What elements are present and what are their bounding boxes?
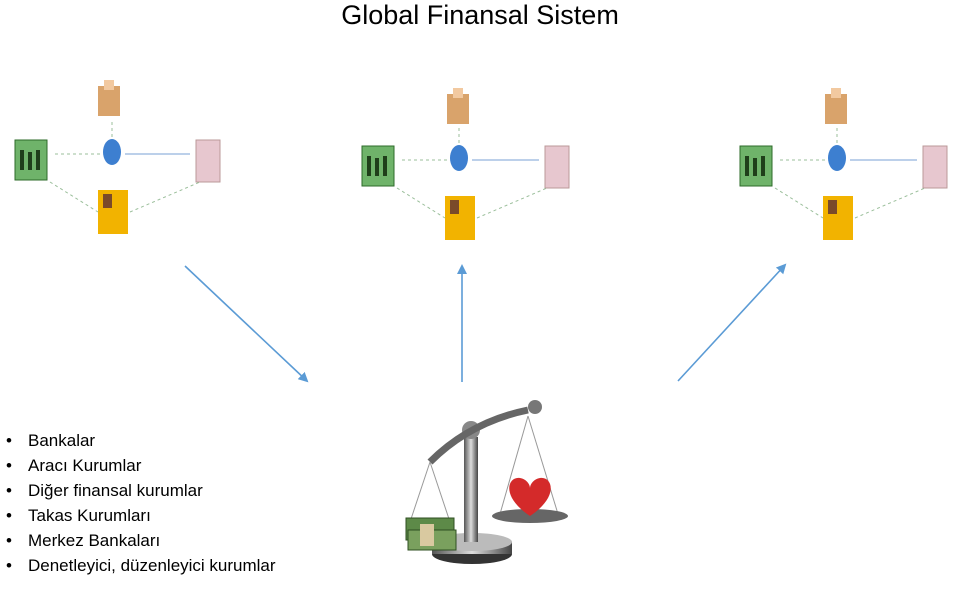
network-diagram-icon-1 (14, 80, 221, 234)
list-item: Aracı Kurumlar (6, 453, 276, 478)
arrow-right (677, 263, 787, 382)
institution-list: Bankalar Aracı Kurumlar Diğer finansal k… (6, 428, 276, 578)
list-item: Denetleyici, düzenleyici kurumlar (6, 553, 276, 578)
slide-title: Global Finansal Sistem (341, 0, 619, 30)
list-item: Bankalar (6, 428, 276, 453)
network-diagram-icon-2 (361, 88, 570, 240)
list-item: Takas Kurumları (6, 503, 276, 528)
balance-scale-icon (405, 400, 568, 564)
network-diagram-icon-3 (739, 88, 948, 240)
heart-icon (509, 477, 551, 516)
list-item: Diğer finansal kurumlar (6, 478, 276, 503)
money-stack-icon (405, 517, 457, 551)
list-item: Merkez Bankaları (6, 528, 276, 553)
arrow-left (184, 265, 309, 383)
